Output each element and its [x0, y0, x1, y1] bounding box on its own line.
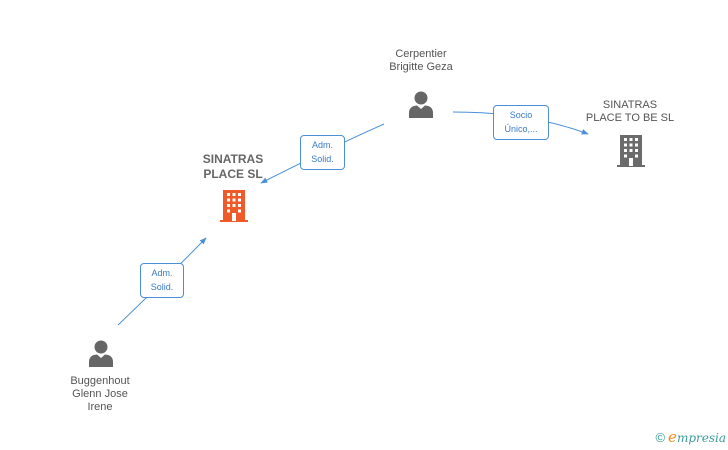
edge-label-line1: Socio [509, 110, 533, 120]
node-label-buggenhout: Buggenhout Glenn Jose Irene [70, 375, 130, 413]
node-label-cerpentier: Cerpentier Brigitte Geza [389, 48, 453, 73]
node-sinatras-place-sl[interactable]: SINATRAS PLACE SL [188, 152, 278, 182]
node-label-sinatras-place-to-be-sl: SINATRAS PLACE TO BE SL [585, 99, 675, 124]
node-sinatras-place-to-be-sl[interactable]: SINATRAS PLACE TO BE SL [575, 99, 685, 125]
edge-label-adm-solid-top[interactable]: Adm. Solid. [300, 135, 345, 170]
edge-label-line2: Único,... [504, 124, 538, 134]
node-buggenhout[interactable]: Buggenhout Glenn Jose Irene [50, 375, 150, 414]
person-icon[interactable] [86, 338, 116, 368]
node-cerpentier[interactable]: Cerpentier Brigitte Geza [370, 48, 472, 74]
node-label-sinatras-place-sl: SINATRAS PLACE SL [202, 152, 264, 181]
building-icon-main[interactable] [218, 189, 250, 223]
copyright-symbol: © [655, 430, 666, 445]
empresia-watermark: ©empresia [655, 428, 726, 446]
brand-name: mpresia [676, 431, 726, 445]
brand-e: e [668, 428, 677, 446]
person-icon[interactable] [406, 89, 436, 119]
edge-label-adm-solid-bottom[interactable]: Adm. Solid. [140, 263, 184, 298]
edge-label-line1: Adm. [311, 140, 333, 150]
edge-label-socio-unico[interactable]: Socio Único,... [493, 105, 549, 140]
building-icon[interactable] [615, 134, 647, 168]
edge-label-line2: Solid. [150, 282, 174, 292]
edge-label-line1: Adm. [151, 268, 173, 278]
edge-label-line2: Solid. [311, 154, 334, 164]
